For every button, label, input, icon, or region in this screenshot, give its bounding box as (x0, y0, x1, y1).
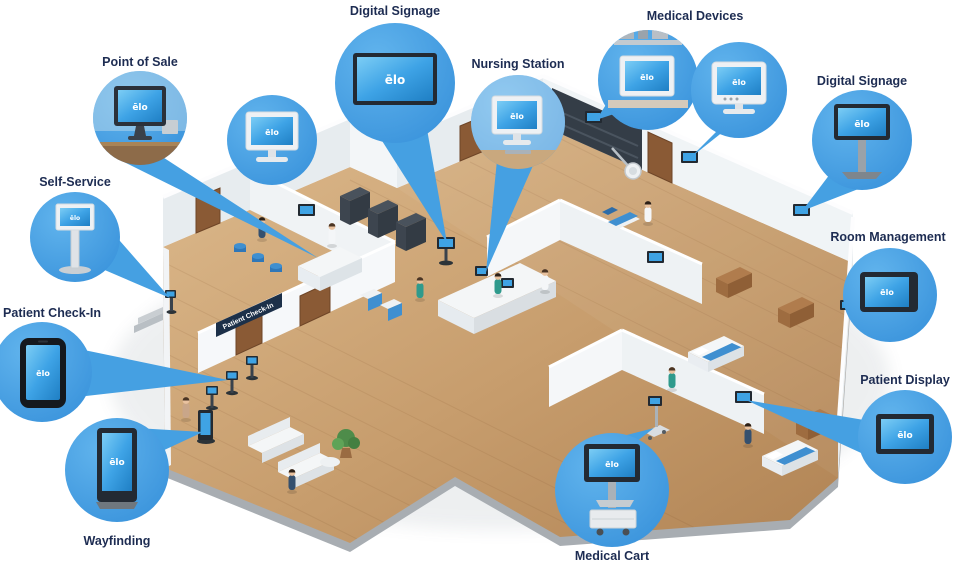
elo-logo: ēlo (265, 128, 279, 137)
elo-logo: ēlo (70, 215, 80, 222)
callout-label: Room Management (830, 230, 946, 244)
shelving-unit (340, 187, 426, 251)
elo-logo: ēlo (854, 120, 869, 130)
callout-patient-display[interactable]: ēlo Patient Display (858, 373, 952, 484)
elo-logo: ēlo (640, 73, 654, 82)
callout-label: Medical Devices (647, 9, 744, 23)
exam-room (602, 147, 642, 230)
callout-label: Medical Cart (575, 549, 650, 563)
elo-logo: ēlo (109, 458, 124, 468)
reception-desk (298, 247, 362, 291)
person (181, 397, 191, 422)
wall-screen (647, 251, 664, 263)
callout-medical-devices[interactable]: ēlo ēlo Medical Devices (598, 9, 787, 138)
callout-label: Self-Service (39, 175, 111, 189)
callout-label: Digital Signage (350, 4, 440, 18)
hospital-bed (688, 336, 744, 372)
people (181, 201, 753, 494)
callout-room-management[interactable]: ēlo Room Management (830, 230, 946, 342)
elo-logo: ēlo (36, 369, 50, 378)
person (327, 223, 337, 248)
callout-patient-check-in[interactable]: ēlo Patient Check-In (0, 306, 101, 422)
wayfinding-totem-icon: ēlo (96, 428, 138, 509)
person (643, 201, 653, 226)
stools (234, 243, 282, 272)
pos-terminal-icon: ēlo (93, 71, 187, 165)
wall-screen (298, 204, 315, 216)
check-in-kiosks (206, 356, 258, 411)
check-in-sign-plate (216, 293, 282, 337)
callout-label: Digital Signage (817, 74, 907, 88)
callout-label: Point of Sale (102, 55, 178, 69)
callout-self-service[interactable]: ēlo Self-Service (30, 175, 120, 282)
kiosk-icon: ēlo (55, 203, 95, 274)
callout-label: Patient Check-In (3, 306, 101, 320)
lobby-seating (248, 417, 360, 489)
callout-label: Wayfinding (84, 534, 151, 548)
door (299, 281, 331, 327)
elo-logo: ēlo (385, 73, 406, 87)
patient-display-icon: ēlo (876, 414, 934, 454)
handheld-tablet-icon: ēlo (20, 338, 66, 408)
person (493, 273, 503, 298)
desktop-monitor-icon: ēlo (245, 111, 299, 162)
callout-nursing-station[interactable]: ēlo Nursing Station (471, 57, 565, 170)
wall-screen (735, 391, 752, 403)
wall-screen (681, 151, 698, 163)
wall-screen (585, 111, 602, 123)
elo-logo: ēlo (605, 460, 619, 469)
callout-medical-cart[interactable]: ēlo Medical Cart (555, 433, 669, 563)
corridor-cart (644, 396, 670, 440)
wall-display-icon: ēlo (353, 53, 437, 105)
elo-logo: ēlo (132, 103, 147, 113)
callout-wayfinding[interactable]: ēlo Wayfinding (65, 418, 169, 548)
person (667, 367, 677, 392)
callout-label: Nursing Station (471, 57, 564, 71)
plant-pot (340, 448, 352, 458)
callout-point-of-sale[interactable]: ēlo Point of Sale (93, 55, 187, 166)
cart-monitor-icon: ēlo (584, 444, 640, 536)
callout-digital-signage[interactable]: ēlo Digital Signage (335, 4, 455, 143)
callout-label: Patient Display (860, 373, 950, 387)
standing-display (437, 237, 455, 266)
person (540, 269, 550, 294)
elo-logo: ēlo (510, 112, 524, 121)
callout-digital-signage-stand[interactable]: ēlo Digital Signage (812, 74, 912, 190)
left-cut-wall (163, 247, 171, 468)
person (287, 469, 297, 494)
stand-display-icon: ēlo (834, 104, 890, 179)
room-status-tablet-icon: ēlo (860, 272, 918, 312)
building-floorplan: Patient Check-In (110, 74, 890, 552)
medical-monitor-icon: ēlo (711, 61, 767, 114)
elo-logo: ēlo (880, 288, 894, 297)
person (743, 423, 753, 448)
callout-desktop-monitor[interactable]: ēlo (227, 95, 317, 185)
door (647, 131, 673, 184)
equipment-wall (552, 88, 642, 170)
lobby-totem (197, 410, 215, 444)
elo-logo: ēlo (732, 78, 746, 87)
hospital-bed (762, 440, 818, 476)
person (415, 277, 425, 302)
elo-logo: ēlo (897, 431, 912, 441)
